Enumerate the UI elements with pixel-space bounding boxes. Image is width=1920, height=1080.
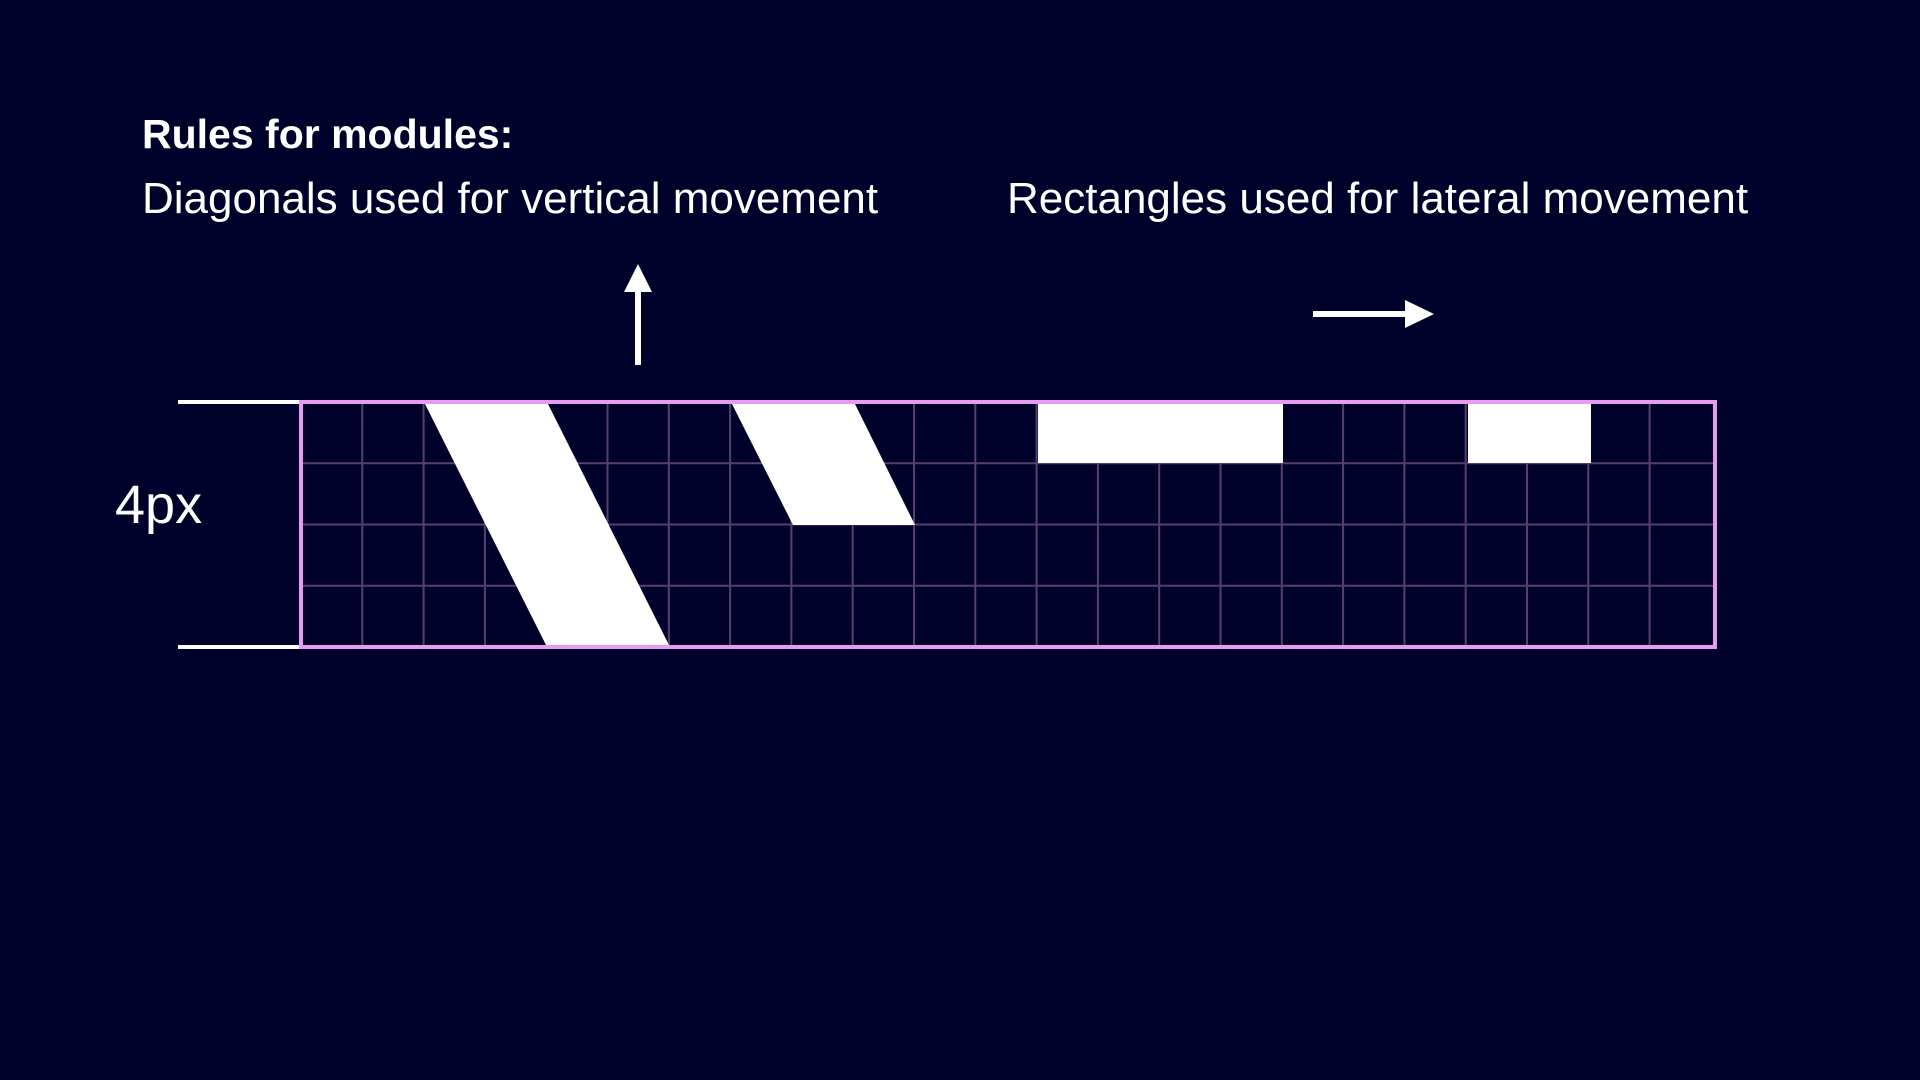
diagram-heading: Rules for modules: [142,111,514,157]
small-rectangle-module [1468,402,1591,463]
arrow-right-icon [1313,300,1434,328]
height-dimension-label: 4px [115,475,203,535]
rectangles-caption: Rectangles used for lateral movement [1007,174,1749,223]
wide-rectangle-module [1038,402,1283,463]
module-shapes [424,402,1591,647]
grid-border [299,400,1717,649]
arrow-up-icon [624,264,652,365]
short-diagonal-module [731,402,915,525]
dimension-bracket [178,400,303,649]
diagonals-caption: Diagonals used for vertical movement [142,174,879,223]
long-diagonal-module [424,402,670,647]
